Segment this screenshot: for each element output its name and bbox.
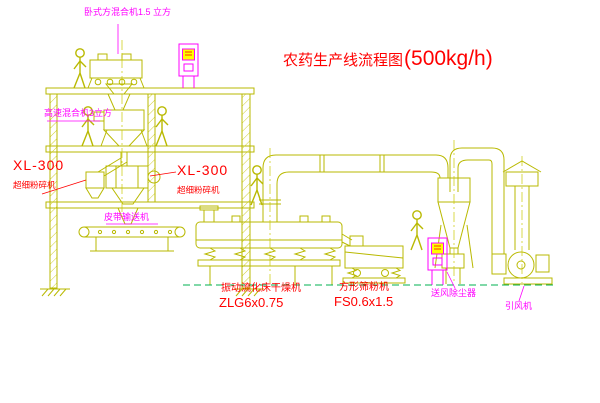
label-right-mill-model: XL-300 bbox=[177, 162, 229, 178]
square-sieve bbox=[342, 235, 406, 284]
label-dryer-name: 振动流化床干燥机 bbox=[221, 283, 301, 294]
left-mill bbox=[85, 171, 105, 199]
label-high-speed-mixer: 高速混合机3立方 bbox=[44, 108, 113, 118]
right-mill bbox=[105, 165, 161, 225]
control-cabinet-bottom bbox=[427, 237, 448, 285]
label-induced-fan: 引风机 bbox=[505, 301, 533, 311]
building-structure bbox=[40, 87, 264, 297]
leader-lines bbox=[47, 24, 525, 302]
fluid-bed-dryer bbox=[195, 205, 353, 285]
worker-figure-icon bbox=[155, 106, 169, 147]
label-sieve-model: FS0.6x1.5 bbox=[334, 294, 394, 309]
label-horizontal-mixer: 卧式方混合机1.5 立方 bbox=[84, 7, 172, 17]
induced-draft-fan bbox=[491, 251, 553, 285]
leader-lines-red bbox=[41, 171, 177, 195]
horizontal-mixer bbox=[87, 53, 145, 111]
title-text: 农药生产线流程图 bbox=[283, 52, 404, 69]
title-capacity: (500kg/h) bbox=[404, 47, 493, 70]
centerlines bbox=[121, 40, 523, 283]
label-dryer-model: ZLG6x0.75 bbox=[219, 295, 284, 310]
belt-conveyor bbox=[78, 226, 186, 252]
worker-figure-icon bbox=[250, 165, 264, 206]
label-belt-conveyor: 皮带输送机 bbox=[104, 212, 150, 222]
label-left-mill-model: XL-300 bbox=[13, 157, 65, 173]
diagram-title: 农药生产线流程图 (500kg/h) bbox=[283, 47, 493, 70]
label-dust-collector: 送风除尘器 bbox=[431, 288, 477, 298]
label-sieve-name: 方形筛粉机 bbox=[339, 282, 389, 293]
label-right-mill-name: 超细粉碎机 bbox=[177, 185, 220, 195]
worker-figure-icon bbox=[73, 48, 87, 89]
worker-figure-icon bbox=[410, 210, 424, 251]
label-left-mill-name: 超细粉碎机 bbox=[13, 180, 56, 190]
cyclone-outlet-duct bbox=[449, 147, 505, 254]
control-cabinet-top bbox=[178, 43, 199, 88]
